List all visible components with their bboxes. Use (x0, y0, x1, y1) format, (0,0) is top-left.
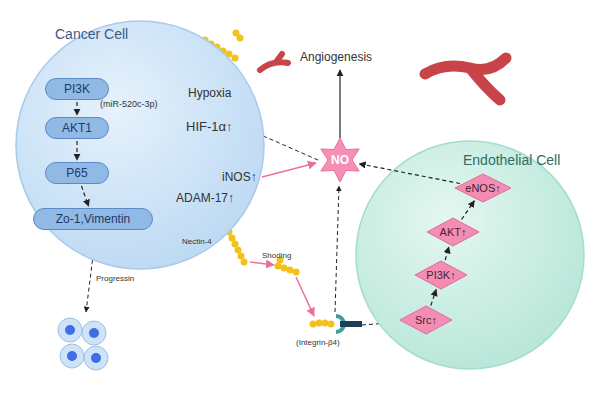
node-label: eNOS↑ (465, 182, 500, 194)
node-label: PI3K↑ (426, 269, 455, 281)
signal-diamond: PI3K↑ (414, 260, 468, 290)
process-box: Zo-1,Vimentin (33, 208, 153, 230)
signal-arrow (462, 201, 475, 220)
signal-arrow (431, 290, 436, 306)
process-label: Progressin (96, 274, 134, 283)
signal-diamond: AKT↑ (426, 217, 480, 247)
endothelial-cell: Endothelial Cell eNOS↑ AKT↑ PI3K↑ Src↑ (355, 140, 585, 370)
vessel (260, 54, 288, 70)
signal-diamond: eNOS↑ (454, 173, 512, 203)
integrin-receptor (310, 316, 363, 332)
signal-arrow (76, 141, 77, 160)
node-label: Zo-1,Vimentin (56, 212, 130, 226)
molecule-label: iNOS↑ (222, 170, 257, 184)
signal-arrow (81, 186, 88, 206)
node-label: Src↑ (415, 314, 437, 326)
arrow (339, 70, 340, 138)
process-label: Angiogenesis (300, 50, 372, 64)
no-star: NO (318, 138, 362, 182)
node-label: AKT↑ (440, 226, 467, 238)
receptor-label: (Integrin-β4) (296, 338, 340, 347)
cancer-cell: Cancer CellPI3K AKT1P65Zo-1,Vimentin (15, 20, 265, 270)
mirna-label: (miR-520c-3p) (100, 99, 158, 109)
process-box: P65 (45, 162, 109, 184)
cell-title: Cancer Cell (55, 26, 128, 42)
arrow (335, 186, 339, 312)
cell-title: Endothelial Cell (463, 152, 560, 168)
molecule-label: HIF-1α↑ (186, 119, 233, 134)
molecule-label: ADAM-17↑ (176, 191, 234, 205)
node-outline (355, 140, 585, 370)
node-label: PI3K (64, 82, 90, 96)
signal-arrow (359, 164, 460, 184)
nectin-molecule (226, 229, 248, 266)
vessel (425, 58, 506, 100)
signal-arrow (445, 247, 449, 260)
process-label: Shoding (262, 251, 291, 260)
node-label: AKT1 (62, 121, 92, 135)
condition-label: Hypoxia (188, 86, 231, 100)
molecule-label: Nectin-4 (182, 237, 212, 246)
signal-diamond: Src↑ (399, 305, 453, 335)
process-box: AKT1 (45, 117, 109, 139)
node-label: NO (331, 153, 349, 167)
node-label: P65 (66, 166, 87, 180)
signal-arrow (76, 102, 77, 115)
cell-cluster (58, 318, 108, 370)
node-outline (15, 20, 265, 270)
process-box: PI3K (45, 78, 109, 100)
